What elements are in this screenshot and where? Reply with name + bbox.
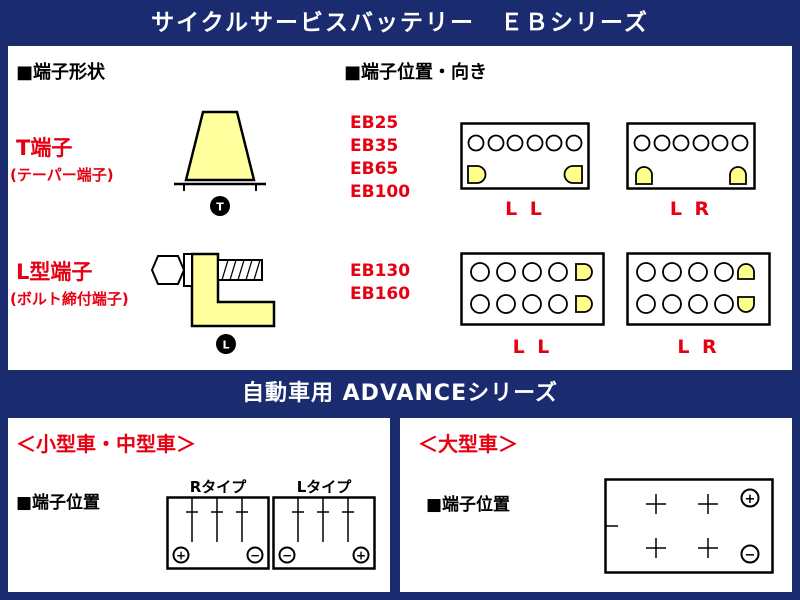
l-type-label: Lタイプ bbox=[296, 478, 352, 496]
terminal-top bbox=[575, 263, 593, 281]
large-minus-sign: − bbox=[745, 548, 756, 563]
l-terminal-icon: L bbox=[150, 252, 276, 354]
eb-series-panel: ■端子形状 ■端子位置・向き T端子 (テーパー端子) T L型端子 (ボルト締… bbox=[8, 46, 792, 370]
plus-terminal-icon bbox=[352, 546, 370, 564]
minus-terminal-icon bbox=[246, 546, 264, 564]
l-badge-icon bbox=[216, 334, 236, 354]
eb-series-banner-title: サイクルサービスバッテリー ＥＢシリーズ bbox=[151, 10, 649, 36]
model-eb35: EB35 bbox=[350, 136, 399, 156]
t-badge-label: T bbox=[216, 201, 224, 214]
l-type-right-sign: + bbox=[356, 549, 366, 563]
vent-cross-marks bbox=[605, 494, 718, 558]
terminal-shape-heading: ■端子形状 bbox=[16, 62, 106, 83]
terminal-position-heading-lg: ■端子位置 bbox=[426, 495, 511, 515]
vent-caps bbox=[636, 262, 734, 314]
orientation-label-g1-ll: L L bbox=[505, 198, 545, 220]
large-plus-sign: + bbox=[745, 492, 756, 507]
small-medium-title: ＜小型車・中型車＞ bbox=[16, 432, 196, 456]
battery-diagram-eb-large-lr bbox=[626, 252, 771, 326]
terminal-right bbox=[563, 165, 583, 184]
t-terminal-sub: (テーパー端子) bbox=[10, 166, 114, 184]
terminal-bottom bbox=[737, 296, 755, 313]
battery-diagram-eb-small-ll bbox=[460, 122, 590, 190]
plus-terminal-icon bbox=[740, 488, 760, 508]
l-badge-label: L bbox=[222, 339, 229, 352]
small-medium-vehicle-panel: ＜小型車・中型車＞ ■端子位置 Rタイプ + − Lタイプ − + bbox=[8, 418, 390, 592]
battery-diagram-r-type: + − bbox=[166, 496, 270, 570]
t-terminal-icon: T bbox=[174, 110, 266, 216]
cell-divider-lines bbox=[292, 497, 354, 542]
terminal-bottom bbox=[575, 295, 593, 313]
plus-terminal-icon bbox=[172, 546, 190, 564]
terminal-position-heading-sm: ■端子位置 bbox=[16, 493, 101, 513]
eb-small-model-list: EB25 EB35 EB65 EB100 bbox=[350, 112, 410, 204]
taper-shape bbox=[184, 110, 256, 182]
battery-diagram-l-type: − + bbox=[272, 496, 376, 570]
orientation-label-g1-lr: L R bbox=[669, 198, 713, 220]
battery-diagram-eb-small-lr bbox=[626, 122, 756, 190]
model-eb100: EB100 bbox=[350, 182, 411, 202]
model-eb130: EB130 bbox=[350, 261, 411, 281]
orientation-label-g2-ll: L L bbox=[512, 336, 553, 358]
cell-divider-lines bbox=[186, 497, 248, 542]
bolt-washer bbox=[183, 253, 193, 287]
vent-caps bbox=[467, 134, 583, 152]
vent-caps bbox=[470, 262, 568, 314]
eb-large-model-list: EB130 EB160 bbox=[350, 260, 410, 306]
vent-caps bbox=[633, 134, 749, 152]
orientation-label-g2-lr: L R bbox=[677, 336, 720, 358]
l-terminal-name: L型端子 bbox=[16, 260, 93, 284]
large-vehicle-title: ＜大型車＞ bbox=[418, 432, 518, 456]
advance-series-banner-title: 自動車用 ADVANCEシリーズ bbox=[242, 381, 558, 406]
l-type-left-sign: − bbox=[282, 549, 292, 563]
bolt-thread bbox=[217, 259, 263, 281]
r-type-right-sign: − bbox=[250, 549, 260, 563]
t-badge-icon bbox=[210, 196, 230, 216]
large-vehicle-panel: ＜大型車＞ ■端子位置 + − bbox=[400, 418, 792, 592]
terminal-right bbox=[729, 166, 747, 185]
model-eb160: EB160 bbox=[350, 284, 411, 304]
t-terminal-name: T端子 bbox=[16, 136, 73, 160]
bolt-head bbox=[150, 255, 186, 285]
minus-terminal-icon bbox=[740, 544, 760, 564]
terminal-left bbox=[635, 166, 653, 185]
model-eb25: EB25 bbox=[350, 113, 399, 133]
terminal-position-heading: ■端子位置・向き bbox=[344, 62, 488, 83]
r-type-left-sign: + bbox=[176, 549, 186, 563]
terminal-top bbox=[737, 263, 755, 280]
minus-terminal-icon bbox=[278, 546, 296, 564]
l-bracket-shape bbox=[190, 252, 276, 328]
battery-diagram-eb-large-ll bbox=[460, 252, 605, 326]
terminal-left bbox=[467, 165, 487, 184]
model-eb65: EB65 bbox=[350, 159, 399, 179]
r-type-label: Rタイプ bbox=[189, 478, 247, 496]
battery-diagram-large-vehicle: + − bbox=[604, 478, 774, 574]
l-terminal-sub: (ボルト締付端子) bbox=[10, 290, 129, 308]
